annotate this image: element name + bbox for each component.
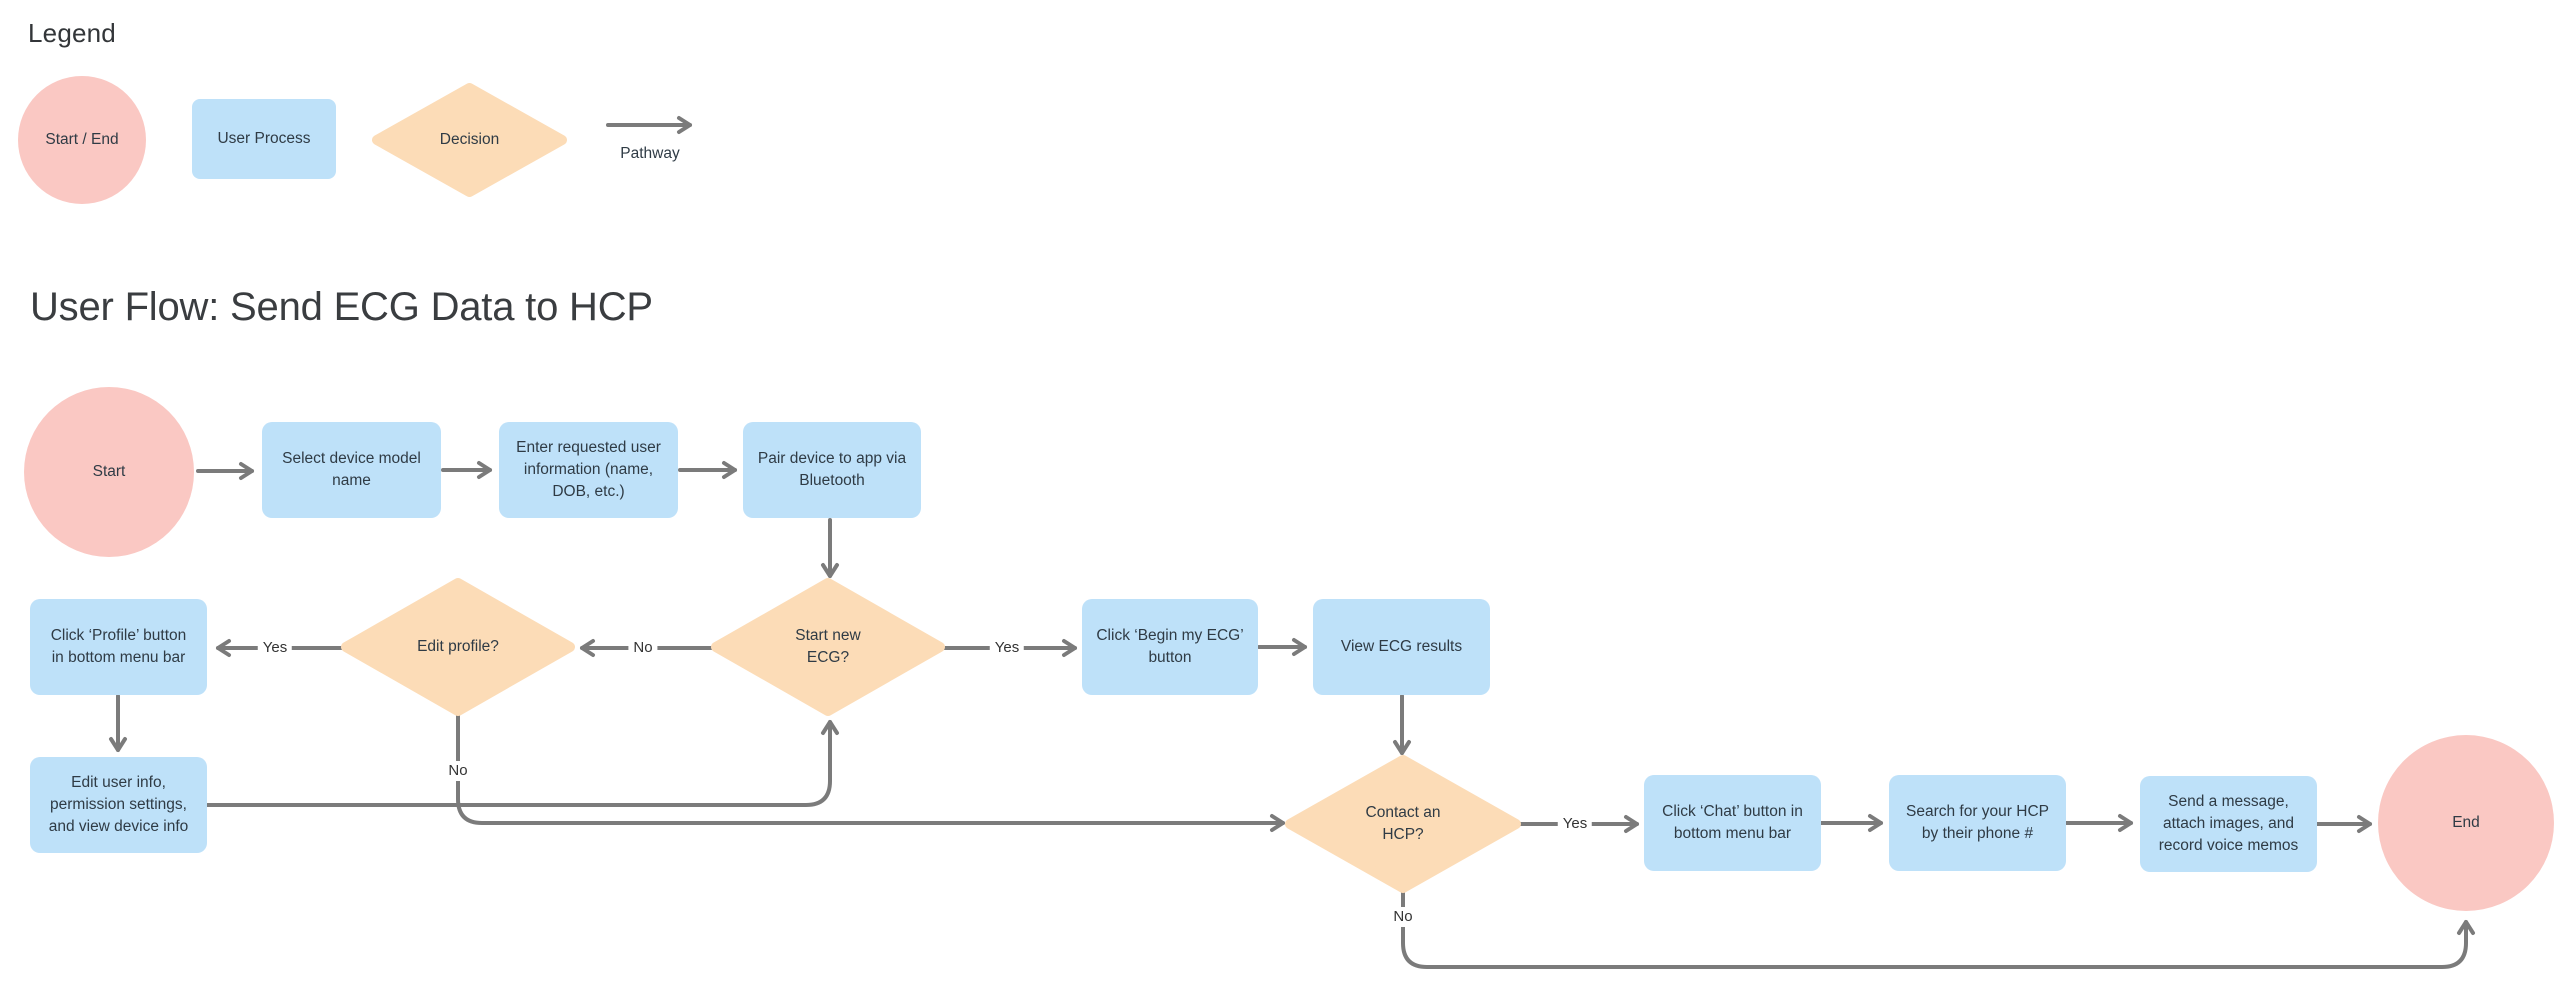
legend-process-shape: [192, 99, 336, 179]
end-node-label[interactable]: End: [2452, 814, 2480, 831]
send-message-node-shape[interactable]: [2140, 776, 2317, 872]
enter-info-node-label[interactable]: Enter requested user information (name, …: [516, 439, 661, 500]
select-device-node-shape[interactable]: [262, 422, 441, 518]
edge-label-edit-profile-yes: Yes: [257, 638, 293, 658]
pair-device-node-shape[interactable]: [743, 422, 921, 518]
edit-profile-decision-label[interactable]: Edit profile?: [417, 638, 499, 655]
start-ecg-decision-label[interactable]: Start new ECG?: [795, 627, 861, 666]
edge-edituserinfo-return-to-startecg: [205, 720, 839, 807]
legend-start-end-shape: [18, 76, 146, 204]
edge-contacthcp-no-to-end: [1401, 886, 2475, 969]
click-profile-node-label[interactable]: Click ‘Profile’ button in bottom menu ba…: [50, 627, 187, 666]
edge-label-edit-profile-no: No: [443, 761, 473, 781]
legend-pathway-label: Pathway: [620, 145, 680, 162]
send-message-node-label[interactable]: Send a message, attach images, and recor…: [2158, 793, 2299, 854]
legend-title: Legend: [28, 18, 116, 48]
enter-info-node-shape[interactable]: [499, 422, 678, 518]
select-device-node-label[interactable]: Select device model name: [282, 450, 421, 489]
view-results-node-label[interactable]: View ECG results: [1340, 638, 1463, 655]
contact-hcp-decision-shape[interactable]: [1285, 755, 1521, 893]
edge-editprofile-no-to-contacthcp: [456, 709, 1285, 832]
legend-process-label: User Process: [217, 130, 311, 147]
contact-hcp-decision-label[interactable]: Contact an HCP?: [1365, 804, 1441, 843]
start-node-shape[interactable]: [24, 387, 194, 557]
edge-label-contact-hcp-yes: Yes: [1557, 814, 1593, 834]
pair-device-node-label[interactable]: Pair device to app via Bluetooth: [757, 450, 907, 489]
edge-label-contact-hcp-no: No: [1388, 907, 1418, 927]
edge-label-start-ecg-no: No: [628, 638, 658, 658]
click-profile-node-shape[interactable]: [30, 599, 207, 695]
view-results-node-shape[interactable]: [1313, 599, 1490, 695]
legend-decision-label: Decision: [439, 131, 500, 148]
search-hcp-node-label[interactable]: Search for your HCP by their phone #: [1906, 803, 2049, 842]
edit-user-info-node-label[interactable]: Edit user info, permission settings, and…: [48, 774, 189, 835]
search-hcp-node-shape[interactable]: [1889, 775, 2066, 871]
legend-decision-shape: [372, 83, 567, 197]
begin-ecg-node-label[interactable]: Click ‘Begin my ECG’ button: [1096, 627, 1244, 666]
edit-user-info-node-shape[interactable]: [30, 757, 207, 853]
edit-profile-decision-shape[interactable]: [341, 578, 575, 716]
start-node-label[interactable]: Start: [92, 463, 126, 480]
begin-ecg-node-shape[interactable]: [1082, 599, 1258, 695]
start-ecg-decision-shape[interactable]: [711, 578, 945, 716]
end-node-shape[interactable]: [2378, 735, 2554, 911]
edge-label-start-ecg-yes: Yes: [989, 638, 1025, 658]
page-title: User Flow: Send ECG Data to HCP: [30, 285, 653, 329]
click-chat-node-shape[interactable]: [1644, 775, 1821, 871]
click-chat-node-label[interactable]: Click ‘Chat’ button in bottom menu bar: [1662, 803, 1803, 842]
legend-start-end-label: Start / End: [45, 131, 119, 148]
